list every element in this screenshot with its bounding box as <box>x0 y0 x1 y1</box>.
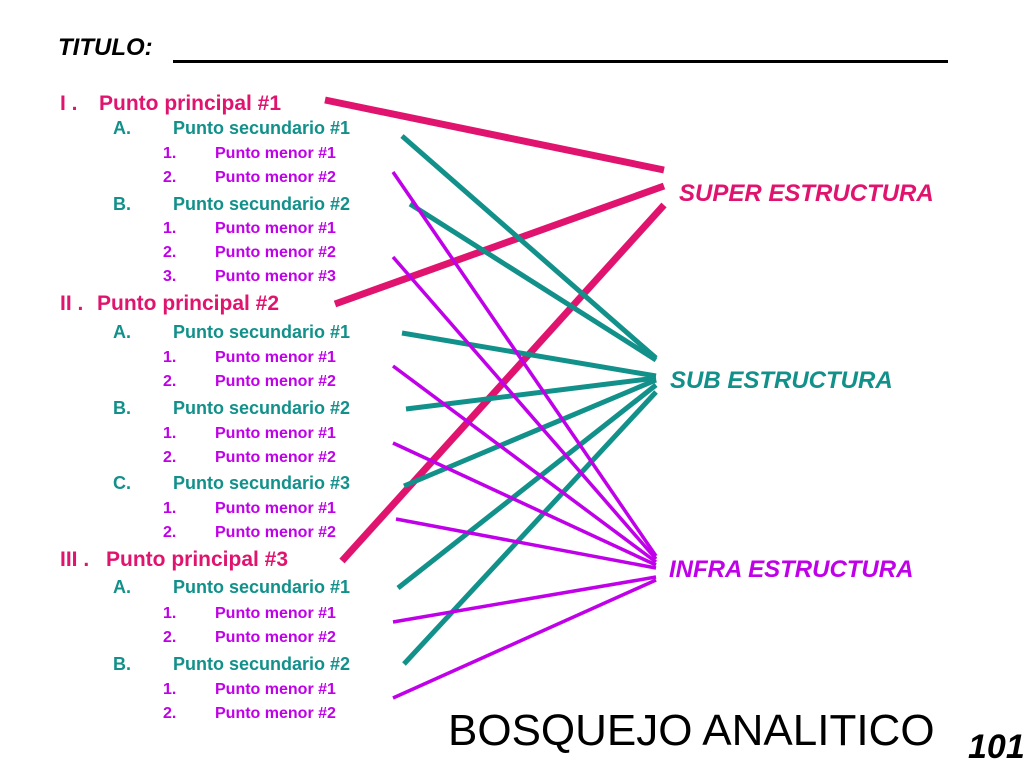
outline-text: Punto secundario #2 <box>173 398 351 418</box>
connector-line <box>391 171 658 557</box>
connector-line <box>408 201 658 363</box>
outline-marker: A. <box>113 322 131 342</box>
connector-line <box>391 255 658 561</box>
outline-marker: 2. <box>163 705 177 722</box>
page-number: 101 <box>968 728 1024 766</box>
outline-marker: 1. <box>163 220 177 237</box>
outline-text: Punto secundario #3 <box>173 473 351 493</box>
outline-marker: 1. <box>163 681 177 698</box>
outline-marker: 2. <box>163 629 177 646</box>
outline-text: Punto menor #2 <box>215 705 336 722</box>
outline-text: Punto menor #2 <box>215 373 336 390</box>
outline-marker: 2. <box>163 373 177 390</box>
outline-text: Punto menor #2 <box>215 169 336 186</box>
outline-text: Punto principal #1 <box>99 92 282 115</box>
outline-marker: B. <box>113 398 131 418</box>
title-blank-line <box>173 60 948 63</box>
outline-text: Punto secundario #1 <box>173 322 351 342</box>
outline-marker: 3. <box>163 268 177 285</box>
outline-marker: 1. <box>163 500 177 517</box>
outline-text: Punto menor #1 <box>215 605 336 622</box>
outline-marker: B. <box>113 194 131 214</box>
outline-marker: B. <box>113 654 131 674</box>
outline-text: Punto menor #1 <box>215 681 336 698</box>
outline-marker: 1. <box>163 145 177 162</box>
outline-marker: 2. <box>163 524 177 541</box>
outline-marker: A. <box>113 118 131 138</box>
connector-line <box>402 390 658 666</box>
outline-text: Punto menor #2 <box>215 449 336 466</box>
outline-marker: C. <box>113 473 131 493</box>
connector-line <box>405 375 657 412</box>
outline-text: Punto principal #2 <box>97 292 280 315</box>
connector-line <box>392 441 657 567</box>
outline-marker: A. <box>113 577 131 597</box>
outline-text: Punto secundario #2 <box>173 194 351 214</box>
outline-text: Punto secundario #1 <box>173 118 351 138</box>
outline-text: Punto menor #1 <box>215 500 336 517</box>
outline-text: Punto menor #3 <box>215 268 336 285</box>
outline-text: Punto menor #1 <box>215 425 336 442</box>
outline-text: Punto menor #2 <box>215 629 336 646</box>
infra-estructura-label: INFRA ESTRUCTURA <box>669 556 914 583</box>
connector-line <box>395 517 657 570</box>
outline-marker: 2. <box>163 244 177 261</box>
outline-marker: 2. <box>163 449 177 466</box>
connector-line <box>324 96 665 174</box>
connector-line <box>391 364 658 564</box>
connector-line <box>333 182 666 308</box>
outline-text: Punto secundario #2 <box>173 654 351 674</box>
outline-text: Punto menor #1 <box>215 349 336 366</box>
connector-line <box>401 330 657 379</box>
title-label: TITULO: <box>58 34 153 61</box>
footer-title: BOSQUEJO ANALITICO <box>448 706 935 755</box>
outline-marker: 1. <box>163 425 177 442</box>
sub-estructura-label: SUB ESTRUCTURA <box>670 367 893 394</box>
outline-marker: III . <box>60 548 90 571</box>
outline-text: Punto menor #2 <box>215 524 336 541</box>
connector-line <box>400 134 658 360</box>
connector-line <box>392 578 657 700</box>
outline-marker: 2. <box>163 169 177 186</box>
outline-marker: I . <box>60 92 78 115</box>
outline-text: Punto menor #2 <box>215 244 336 261</box>
outline-text: Punto principal #3 <box>106 548 289 571</box>
outline-text: Punto secundario #1 <box>173 577 351 597</box>
outline-marker: 1. <box>163 349 177 366</box>
outline-marker: 1. <box>163 605 177 622</box>
connector-line <box>392 575 657 624</box>
outline-text: Punto menor #1 <box>215 145 336 162</box>
connector-line <box>396 383 658 590</box>
super-estructura-label: SUPER ESTRUCTURA <box>679 180 934 207</box>
outline-text: Punto menor #1 <box>215 220 336 237</box>
outline-marker: II . <box>60 292 84 315</box>
